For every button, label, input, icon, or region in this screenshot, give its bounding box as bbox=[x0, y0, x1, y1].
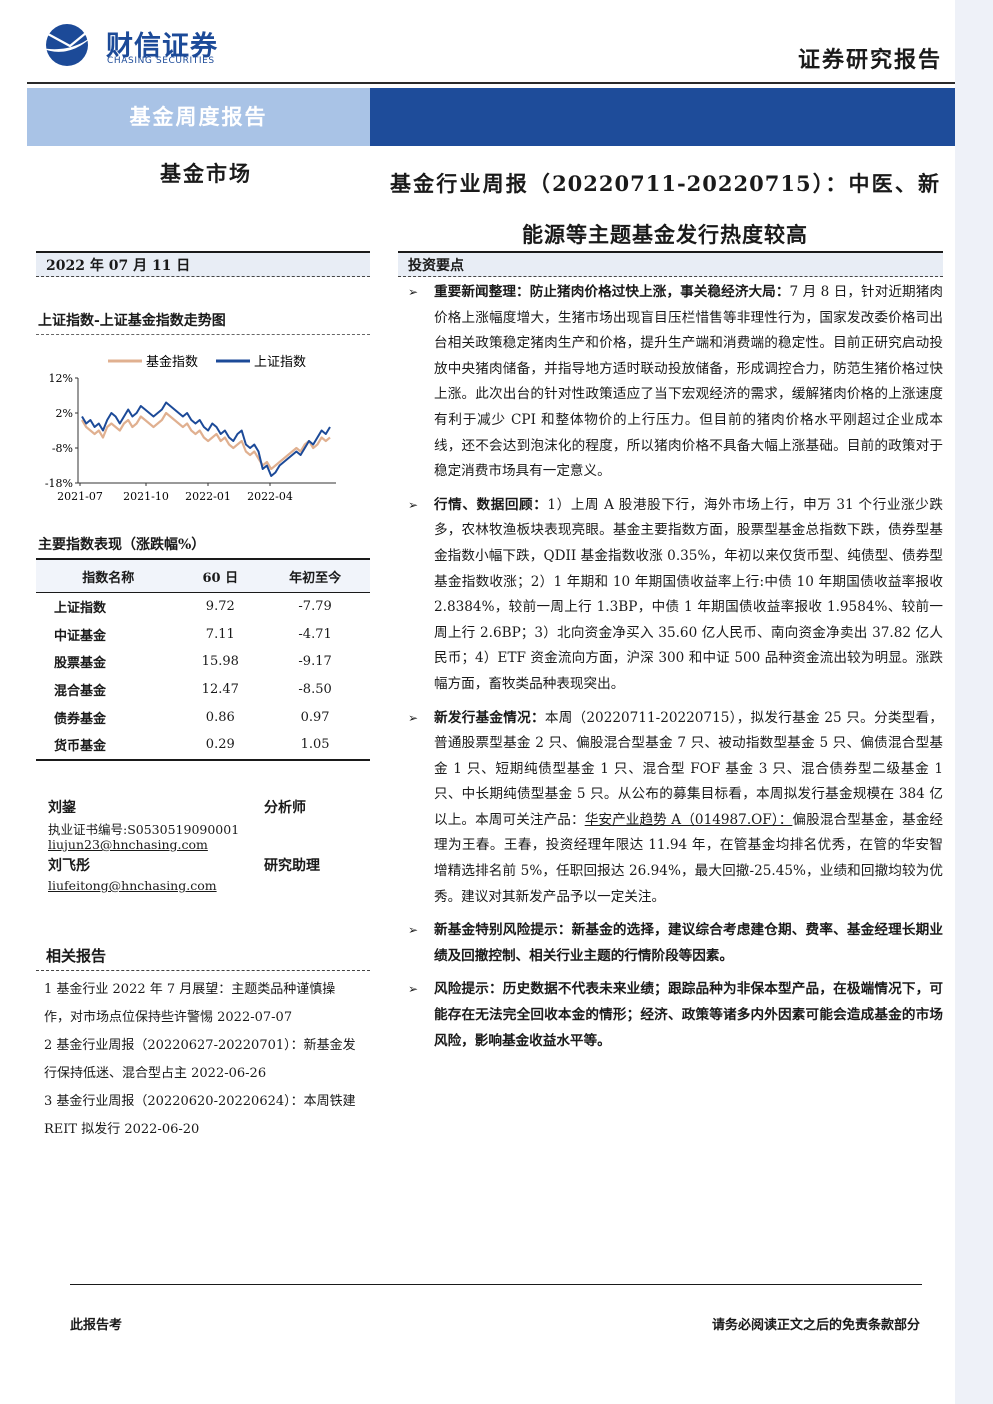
report-date: 2022 年 07 月 11 日 bbox=[36, 251, 370, 277]
related-report-item[interactable]: 2 基金行业周报（20220627-20220701）：新基金发行保持低迷、混合… bbox=[44, 1038, 356, 1081]
logo-text-en: CHASING SECURITIES bbox=[107, 56, 215, 66]
footer-left: 此报告考 bbox=[70, 1318, 123, 1333]
bullet-special-risk-text: 新基金特别风险提示：新基金的选择，建议综合考虑建仓期、费率、基金经理长期业绩及回… bbox=[434, 922, 943, 964]
analyst-role: 分析师 bbox=[264, 800, 306, 816]
table-row: 上证指数 9.72 -7.79 bbox=[36, 593, 370, 621]
assistant-role: 研究助理 bbox=[264, 858, 320, 874]
row-name: 货币基金 bbox=[36, 730, 181, 761]
assistant-email-link[interactable]: liufeitong@hnchasing.com bbox=[48, 878, 217, 893]
row-ytd: -8.50 bbox=[298, 682, 332, 698]
bullet-risk: ➢ 风险提示：历史数据不代表未来业绩；跟踪品种为非保本型产品，在极端情况下，可能… bbox=[398, 977, 943, 1054]
related-report-item[interactable]: 1 基金行业 2022 年 7 月展望：主题类品种谨慎操作，对市场点位保持些许警… bbox=[44, 982, 336, 1025]
footer-rule bbox=[70, 1284, 922, 1285]
row-60d: 12.47 bbox=[201, 682, 239, 698]
x-tick-label: 2022-04 bbox=[247, 490, 293, 503]
assistant-email: liufeitong@hnchasing.com bbox=[48, 878, 217, 893]
col-ytd-header: 年初至今 bbox=[260, 558, 370, 593]
footer-disclaimer: 请务必阅读正文之后的免责条款部分 bbox=[711, 1318, 920, 1333]
analyst-email: liujun23@hnchasing.com bbox=[48, 837, 208, 852]
table-row: 中证基金 7.11 -4.71 bbox=[36, 621, 370, 649]
col-name-header: 指数名称 bbox=[36, 558, 181, 593]
legend-label-fund: 基金指数 bbox=[146, 354, 198, 370]
table-row: 混合基金 12.47 -8.50 bbox=[36, 676, 370, 704]
col-60d-header: 60 日 bbox=[180, 558, 261, 593]
table-row: 债券基金 0.86 0.97 bbox=[36, 703, 370, 731]
row-ytd: -9.17 bbox=[298, 654, 332, 670]
chart-legend: 基金指数 上证指数 bbox=[108, 354, 306, 370]
bullet-new-funds-body: 本周（20220711-20220715），拟发行基金 25 只。分类型看，普通… bbox=[434, 709, 943, 828]
row-name: 混合基金 bbox=[54, 684, 107, 700]
row-name: 上证指数 bbox=[54, 601, 107, 617]
bullet-market: ➢ 行情、数据回顾：1）上周 A 股港股下行，海外市场上行，申万 31 个行业涨… bbox=[398, 493, 943, 698]
row-60d: 15.98 bbox=[201, 654, 239, 670]
featured-fund-link[interactable]: 华安产业趋势 A（014987.OF）： bbox=[584, 811, 793, 828]
band-light bbox=[27, 88, 370, 146]
y-tick-label: 2% bbox=[56, 407, 73, 420]
row-ytd: -4.71 bbox=[298, 626, 332, 642]
series-line-1 bbox=[81, 401, 331, 477]
bullet-new-funds-body2: 偏股混合型基金，基金经理为王春。王春，投资经理年限达 11.94 年，在管基金均… bbox=[434, 811, 943, 905]
header-rule bbox=[27, 82, 955, 84]
row-60d: 0.29 bbox=[180, 730, 261, 761]
analyst-name: 刘鋆 bbox=[48, 800, 76, 816]
report-title: 基金行业周报（20220711-20220715）：中医、新能源等主题基金发行热… bbox=[390, 171, 940, 247]
bullet-risk-text: 风险提示：历史数据不代表未来业绩；跟踪品种为非保本型产品，在极端情况下，可能存在… bbox=[434, 981, 943, 1049]
investment-points: ➢ 重要新闻整理：防止猪肉价格过快上涨，事关稳经济大局：7 月 8 日，针对近期… bbox=[398, 280, 943, 1062]
right-margin-strip bbox=[955, 0, 993, 1404]
row-ytd: -7.79 bbox=[298, 599, 332, 615]
report-type-title: 证券研究报告 bbox=[797, 47, 942, 73]
chasing-logo-icon bbox=[42, 24, 96, 66]
row-name: 债券基金 bbox=[54, 711, 107, 727]
bullet-new-funds-head: 新发行基金情况： bbox=[434, 709, 545, 726]
x-tick-label: 2021-07 bbox=[57, 490, 103, 503]
assistant-name: 刘飞彤 bbox=[48, 858, 90, 874]
y-tick-label: -8% bbox=[52, 442, 73, 455]
related-reports-list: 1 基金行业 2022 年 7 月展望：主题类品种谨慎操作，对市场点位保持些许警… bbox=[44, 976, 356, 1144]
y-tick-label: -18% bbox=[45, 477, 73, 490]
related-reports-heading: 相关报告 bbox=[36, 945, 370, 971]
chart-title: 上证指数-上证基金指数走势图 bbox=[38, 313, 226, 329]
y-tick-label: 12% bbox=[49, 372, 73, 385]
bullet-news: ➢ 重要新闻整理：防止猪肉价格过快上涨，事关稳经济大局：7 月 8 日，针对近期… bbox=[398, 280, 943, 485]
table-row: 股票基金 15.98 -9.17 bbox=[36, 648, 370, 676]
index-performance-table: 指数名称 60 日 年初至今 上证指数 9.72 -7.79 中证基金 7.11 -4.… bbox=[36, 558, 370, 761]
bullet-special-risk: ➢ 新基金特别风险提示：新基金的选择，建议综合考虑建仓期、费率、基金经理长期业绩… bbox=[398, 918, 943, 969]
band-label: 基金周度报告 bbox=[129, 104, 268, 129]
row-60d: 0.86 bbox=[205, 709, 235, 725]
bullet-new-funds: ➢ 新发行基金情况：本周（20220711-20220715），拟发行基金 25… bbox=[398, 706, 943, 911]
x-tick-label: 2022-01 bbox=[185, 490, 231, 503]
index-trend-chart: 基金指数 上证指数 12% 2% -8% -18%2021-07 2021-10 2022… bbox=[45, 354, 336, 503]
analyst-cert: 执业证书编号:S0530519090001 bbox=[48, 822, 240, 837]
bullet-arrow-icon: ➢ bbox=[408, 710, 419, 725]
row-name: 股票基金 bbox=[54, 656, 107, 672]
row-ytd: 1.05 bbox=[260, 730, 370, 761]
bullet-news-head: 重要新闻整理：防止猪肉价格过快上涨，事关稳经济大局： bbox=[434, 284, 790, 300]
series-line-0 bbox=[81, 411, 331, 471]
bullet-market-head: 行情、数据回顾： bbox=[434, 496, 548, 513]
bullet-arrow-icon: ➢ bbox=[408, 982, 419, 997]
row-60d: 9.72 bbox=[205, 599, 235, 615]
bullet-news-body: 7 月 8 日，针对近期猪肉价格上涨幅度增大，生猪市场出现盲目压栏惜售等非理性行… bbox=[434, 284, 943, 480]
bullet-arrow-icon: ➢ bbox=[408, 497, 419, 512]
bullet-arrow-icon: ➢ bbox=[408, 285, 419, 299]
row-ytd: 0.97 bbox=[300, 709, 330, 725]
index-table-title: 主要指数表现（涨跌幅%） bbox=[38, 537, 206, 553]
chart-title-rule bbox=[36, 334, 370, 335]
row-name: 中证基金 bbox=[54, 628, 107, 644]
related-report-item[interactable]: 3 基金行业周报（20220620-20220624）：本周铁建 REIT 拟发… bbox=[44, 1094, 356, 1137]
bullet-arrow-icon: ➢ bbox=[408, 923, 419, 938]
market-label: 基金市场 bbox=[160, 161, 252, 186]
band-dark bbox=[370, 88, 955, 146]
investment-heading: 投资要点 bbox=[398, 251, 943, 277]
row-60d: 7.11 bbox=[205, 626, 235, 642]
legend-label-sh: 上证指数 bbox=[254, 355, 306, 370]
analyst-email-link[interactable]: liujun23@hnchasing.com bbox=[48, 837, 208, 852]
index-table-wrap: 指数名称 60 日 年初至今 上证指数 9.72 -7.79 中证基金 7.11 -4.… bbox=[36, 558, 370, 761]
bullet-market-body: 1）上周 A 股港股下行，海外市场上行，申万 31 个行业涨少跌多，农林牧渔板块… bbox=[434, 496, 943, 692]
x-tick-label: 2021-10 bbox=[123, 490, 169, 503]
table-header-row: 指数名称 60 日 年初至今 bbox=[36, 558, 370, 593]
logo-text-cn: 财信证券 bbox=[106, 31, 218, 62]
